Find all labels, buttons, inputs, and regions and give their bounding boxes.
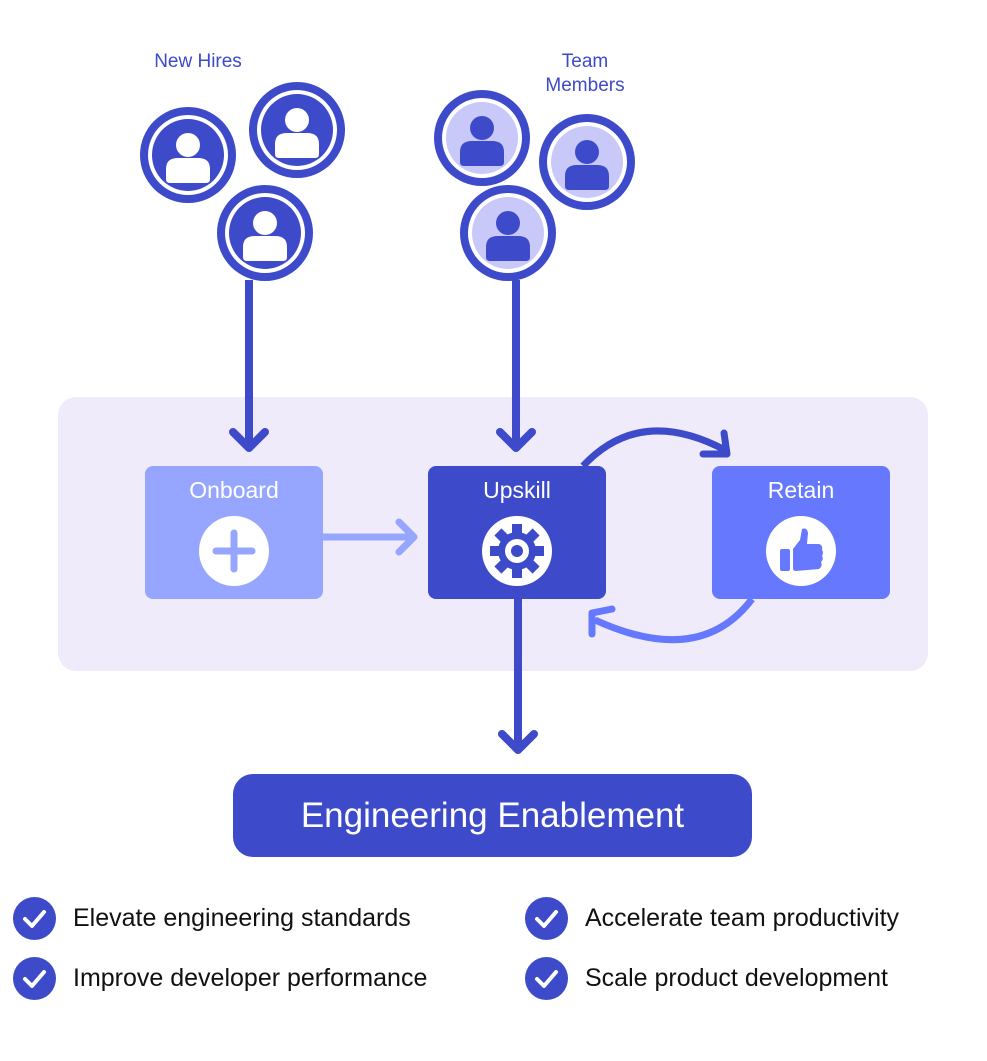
benefit-item: Accelerate team productivity: [525, 896, 899, 940]
benefit-label: Improve developer performance: [73, 963, 428, 992]
arrowhead-onboard-upskill: [395, 518, 418, 556]
arrowhead-onboard: [229, 428, 269, 452]
stage-upskill-label: Upskill: [483, 477, 551, 503]
thumbs-up-icon: [766, 516, 836, 586]
arrowhead-upskill: [496, 428, 536, 452]
stage-onboard-label: Onboard: [189, 477, 279, 503]
stage-upskill: Upskill: [428, 466, 606, 599]
plus-icon: [199, 516, 269, 586]
new-hire-avatar: [249, 82, 345, 178]
stage-retain: Retain: [712, 466, 890, 599]
check-circle-icon: [13, 896, 56, 940]
benefit-item: Elevate engineering standards: [13, 896, 411, 940]
check-circle-icon: [13, 956, 56, 1000]
arrowhead-upskill-return: [588, 605, 616, 638]
benefit-item: Improve developer performance: [13, 956, 427, 1000]
check-circle-icon: [525, 896, 568, 940]
arrowhead-retain: [699, 429, 731, 458]
stage-onboard: Onboard: [145, 466, 323, 599]
engineering-enablement-banner: Engineering Enablement: [233, 774, 752, 857]
new-hire-avatar: [140, 107, 236, 203]
connector-upskill-to-retain: [580, 427, 727, 469]
team-members-label: Team Members: [545, 51, 625, 96]
team-member-avatar: [434, 90, 530, 186]
arrowhead-outcome: [498, 730, 538, 754]
benefit-label: Scale product development: [585, 963, 888, 992]
check-circle-icon: [525, 956, 568, 1000]
stage-retain-label: Retain: [767, 477, 835, 503]
new-hires-label: New Hires: [154, 51, 242, 72]
new-hire-avatar: [217, 185, 313, 281]
team-member-avatar: [539, 114, 635, 210]
team-member-avatar: [460, 185, 556, 281]
benefit-item: Scale product development: [525, 956, 888, 1000]
gear-icon: [482, 516, 552, 586]
benefit-label: Accelerate team productivity: [585, 903, 900, 932]
benefit-label: Elevate engineering standards: [73, 903, 411, 932]
connector-retain-to-upskill: [593, 596, 755, 644]
